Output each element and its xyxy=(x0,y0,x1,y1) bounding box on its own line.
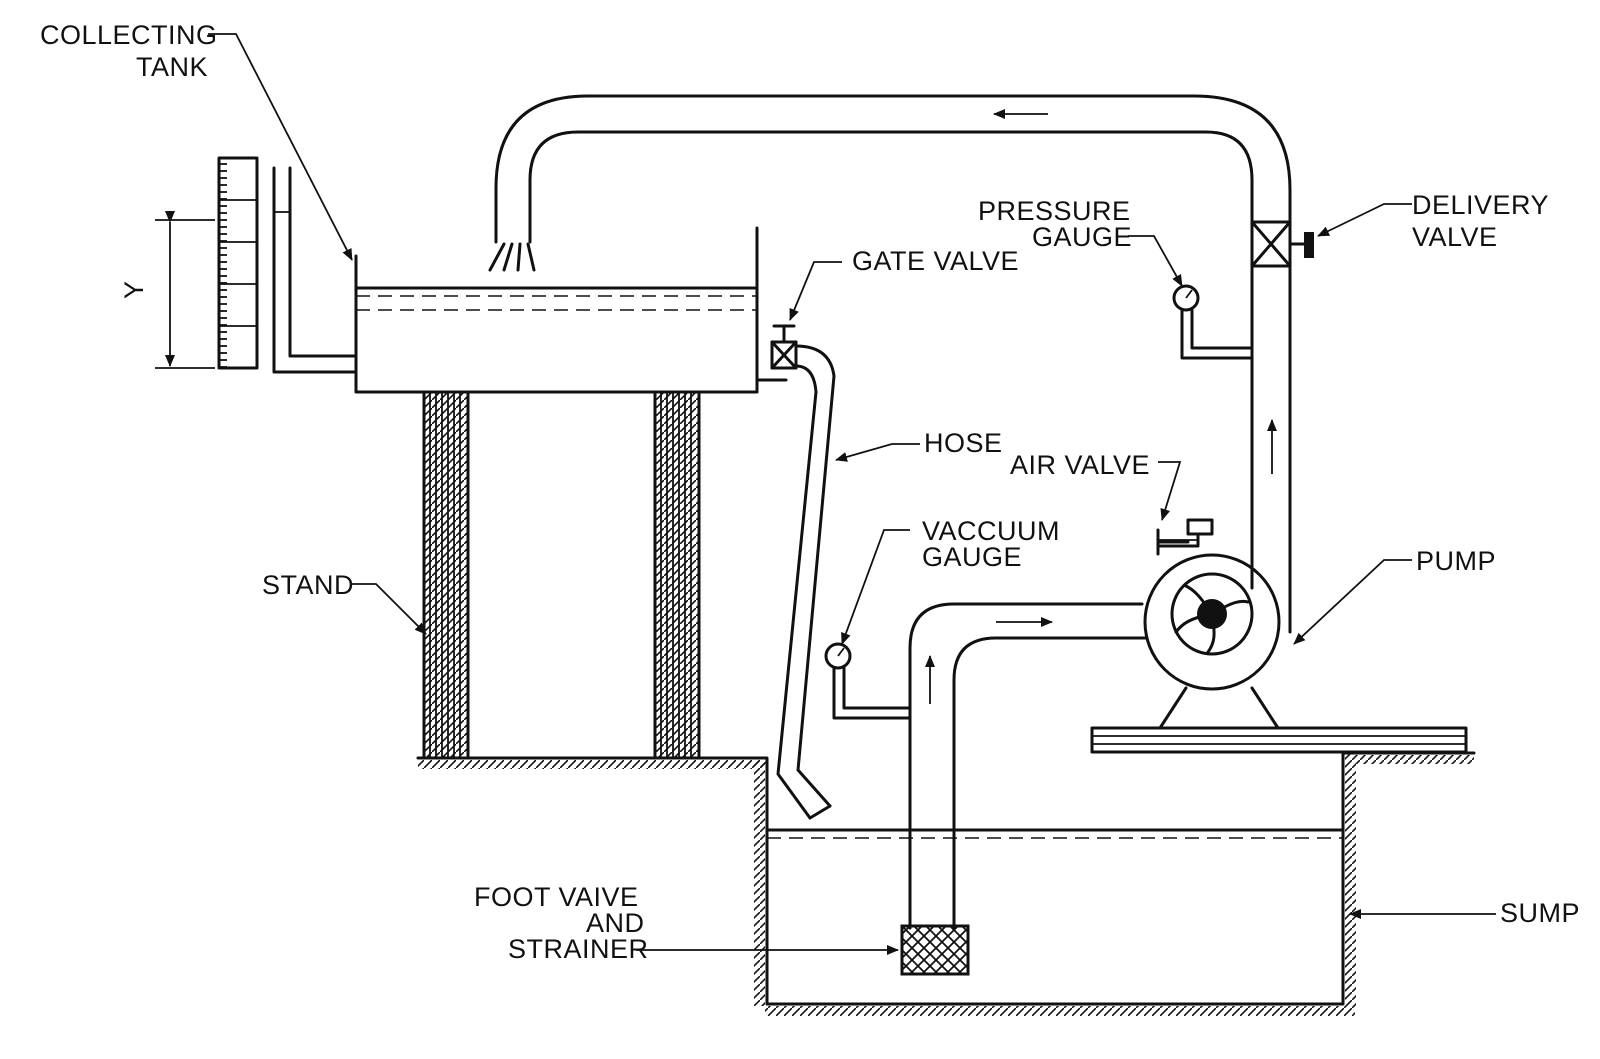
y-dimension: Y xyxy=(119,211,215,369)
piezometer-tube xyxy=(272,166,358,374)
foot-valve-strainer xyxy=(900,924,970,976)
pressure-gauge-label-line2: GAUGE xyxy=(1032,222,1132,252)
pressure-gauge-label-line1: PRESSURE xyxy=(978,196,1131,226)
foot-valve-label-line3: STRAINER xyxy=(508,934,649,964)
gate-valve xyxy=(770,324,798,370)
y-label: Y xyxy=(119,280,149,299)
delivery-valve xyxy=(1250,220,1314,268)
vacuum-gauge-label-line2: GAUGE xyxy=(922,542,1022,572)
vacuum-gauge xyxy=(824,642,912,720)
pump-label: PUMP xyxy=(1416,546,1496,576)
hose xyxy=(776,344,836,820)
ground-and-sump xyxy=(416,751,1476,1016)
foot-valve-label-line1: FOOT VAIVE xyxy=(474,882,639,912)
measuring-scale xyxy=(217,156,259,370)
air-valve-label: AIR VALVE xyxy=(1010,450,1150,480)
collecting-tank-label-line1: COLLECTING xyxy=(40,20,218,50)
delivery-valve-label-line1: DELIVERY xyxy=(1412,190,1549,220)
vacuum-gauge-label-line1: VACCUUM xyxy=(922,516,1060,546)
stand-label: STAND xyxy=(262,570,354,600)
gate-valve-label: GATE VALVE xyxy=(852,246,1019,276)
delivery-pipe xyxy=(488,94,1292,634)
air-valve xyxy=(1156,528,1190,556)
suction-pipe xyxy=(908,602,1148,930)
hose-label: HOSE xyxy=(924,428,1003,458)
leader-lines xyxy=(208,33,1496,955)
stand xyxy=(422,390,701,760)
pump-base xyxy=(1090,726,1468,754)
delivery-valve-label-line2: VALVE xyxy=(1412,222,1498,252)
pump xyxy=(1143,518,1281,730)
collecting-tank-label-line2: TANK xyxy=(136,52,208,82)
sump-label: SUMP xyxy=(1500,898,1580,928)
labels: COLLECTING TANK GATE VALVE PRESSURE GAUG… xyxy=(40,20,1580,964)
collecting-tank xyxy=(354,226,788,394)
foot-valve-label-line2: AND xyxy=(586,908,645,938)
pressure-gauge xyxy=(1172,284,1254,360)
